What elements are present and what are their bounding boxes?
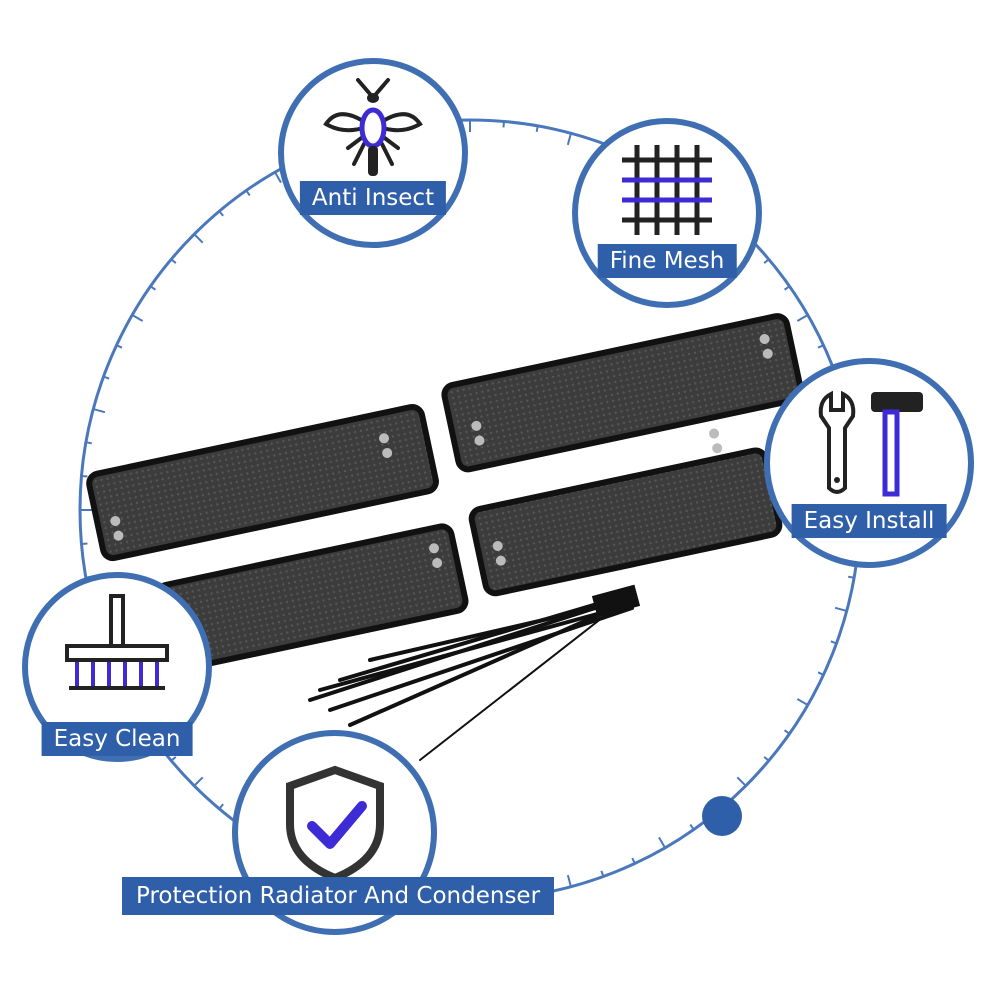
ring-tick [600,870,605,877]
badge-easy-install: Easy Install [764,358,974,568]
ring-tick [93,408,106,414]
ring-tick [116,344,123,349]
feature-label-anti-insect: Anti Insect [299,181,447,215]
ring-tick [817,671,824,676]
feature-label-protection: Protection Radiator And Condenser [122,877,555,915]
ring-tick [81,542,88,545]
ring-tick [783,729,791,735]
ring-tick [847,575,855,579]
ring-tick [631,857,636,864]
ring-tick [81,475,88,478]
ring-tick [170,756,177,762]
ring-tick [149,285,157,291]
ring-tick [170,258,177,264]
ring-tick [830,640,837,645]
ring-tick [535,125,539,133]
grille-panel [86,403,439,562]
ring-tick [85,441,93,445]
feature-label-easy-clean: Easy Clean [41,722,193,756]
ring-tick [763,756,770,762]
mosquito-icon [323,78,423,176]
badge-fine-mesh: Fine Mesh [572,118,762,308]
ring-tick [834,606,847,612]
ring-tick [245,189,251,197]
cable-ties [308,584,641,761]
ring-tick [689,823,695,831]
ring-tick [783,285,791,291]
ring-tick [763,258,770,264]
feature-label-easy-install: Easy Install [791,504,947,538]
ring-tick [193,776,204,787]
ring-tick [796,314,809,322]
ring-tick [131,314,144,322]
brush-icon [65,594,169,690]
badge-easy-clean: Easy Clean [22,572,212,762]
wrench-hammer-icon [818,390,923,497]
ring-tick [274,171,282,184]
ring-tick [566,133,572,146]
ring-tick [502,121,505,128]
ring-tick [817,344,824,349]
badge-anti-insect: Anti Insect [278,58,468,248]
grille-panel [441,313,804,473]
ring-tick [218,803,224,810]
ring-tick [736,776,747,787]
ring-tick [103,375,110,380]
ring-tick [566,874,572,887]
ring-dot [702,796,742,836]
mesh-grid-icon [622,145,712,235]
ring-tick [193,233,204,244]
shield-check-icon [285,765,384,883]
feature-label-fine-mesh: Fine Mesh [597,244,737,278]
ring-tick [658,836,666,849]
ring-tick [218,210,224,217]
ring-tick [796,698,809,706]
